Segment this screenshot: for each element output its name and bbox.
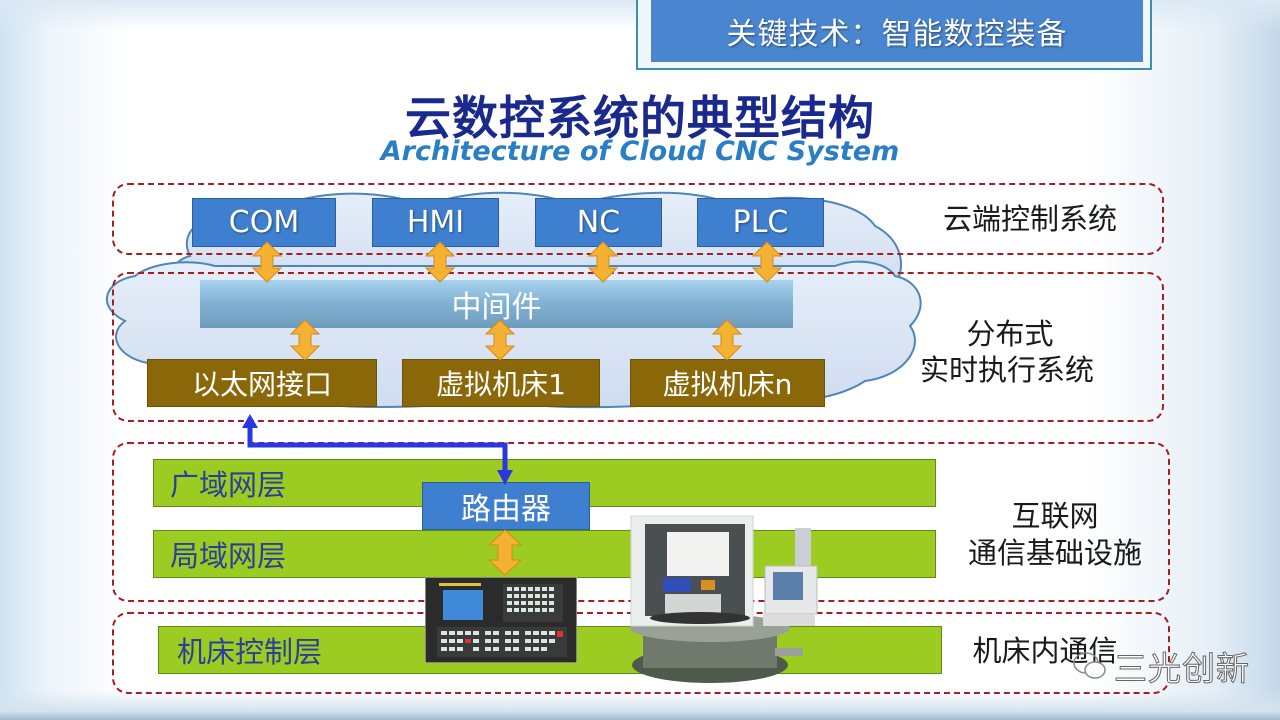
arrow-nc-middleware-icon xyxy=(588,241,618,283)
wan-layer-label: 广域网层 xyxy=(170,468,287,502)
link-arrow-up-icon xyxy=(242,414,258,428)
machine-control-layer-label: 机床控制层 xyxy=(177,635,323,669)
lan-layer-label: 局域网层 xyxy=(170,539,287,573)
layer-label-distributed-2: 实时执行系统 xyxy=(919,353,1094,387)
layer-label-internet-2: 通信基础设施 xyxy=(967,536,1142,570)
arrow-hmi-middleware-icon xyxy=(425,241,455,283)
layer-label-distributed-1: 分布式 xyxy=(966,317,1054,351)
arrow-com-middleware-icon xyxy=(252,241,282,283)
middleware-bar: 中间件 xyxy=(200,280,793,328)
key-tech-banner: 关键技术：智能数控装备 xyxy=(651,0,1143,62)
cnc-machine-tool-image xyxy=(630,515,818,683)
cnc-controller-panel-image xyxy=(425,577,577,663)
watermark-text: 三光创新 xyxy=(1114,649,1250,689)
wechat-icon xyxy=(1073,652,1106,679)
arrow-middleware-ethernet-icon xyxy=(290,319,320,361)
arrow-middleware-vmn-icon xyxy=(712,319,742,361)
module-hmi: HMI xyxy=(372,198,499,247)
arrow-middleware-vm1-icon xyxy=(485,319,515,361)
arrow-plc-middleware-icon xyxy=(752,241,782,283)
module-plc: PLC xyxy=(697,198,824,247)
page-title: 云数控系统的典型结构 xyxy=(405,91,875,145)
node-virtual-machine-1: 虚拟机床1 xyxy=(402,359,600,407)
module-nc: NC xyxy=(535,198,662,247)
watermark: 三光创新 xyxy=(1072,642,1250,690)
node-ethernet-interface: 以太网接口 xyxy=(147,359,377,407)
background-bottom xyxy=(0,690,1280,720)
node-virtual-machine-n: 虚拟机床n xyxy=(630,359,825,407)
router-box: 路由器 xyxy=(422,482,590,530)
cloud-control-layer-box xyxy=(112,183,1164,255)
module-com: COM xyxy=(192,198,336,247)
layer-label-cloud-control: 云端控制系统 xyxy=(942,202,1117,236)
ethernet-router-link xyxy=(242,414,513,485)
distributed-exec-layer-box xyxy=(112,272,1164,422)
arrow-router-controller-icon xyxy=(487,529,523,576)
page-subtitle: Architecture of Cloud CNC System xyxy=(380,136,900,167)
layer-label-internet-1: 互联网 xyxy=(1011,499,1099,533)
link-arrow-down-icon xyxy=(497,470,513,485)
